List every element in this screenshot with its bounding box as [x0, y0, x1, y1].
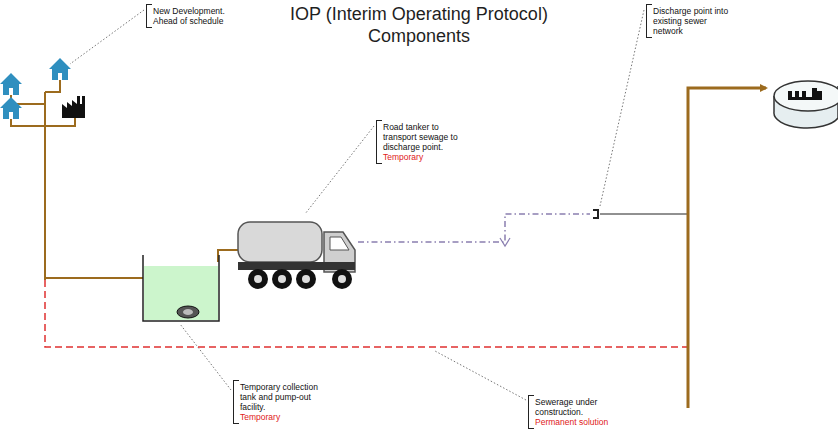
leader-line — [600, 10, 644, 206]
callout-bracket — [646, 4, 652, 38]
wheel — [332, 269, 352, 289]
house-pipes — [11, 80, 238, 280]
door — [9, 112, 13, 119]
pipe — [45, 80, 60, 92]
status-note: Permanent solution — [535, 417, 611, 427]
callout-text: Sewerage under construction. — [535, 397, 611, 417]
hub — [254, 275, 262, 283]
house-icon — [0, 73, 22, 95]
callout-bracket — [146, 4, 152, 28]
pump-symbol — [177, 306, 199, 318]
pipe — [218, 250, 238, 262]
callout: Sewerage under construction.Permanent so… — [528, 395, 611, 429]
factory-icon — [62, 96, 85, 118]
wheel — [296, 269, 316, 289]
tanker-route — [358, 214, 590, 242]
houses — [0, 58, 71, 119]
discharge-point — [593, 210, 598, 218]
plant-machinery — [788, 88, 822, 100]
pipe — [45, 277, 143, 279]
leader-lines — [70, 10, 644, 400]
existing-sewer — [688, 88, 766, 408]
road-tanker — [238, 222, 355, 289]
callout: Road tanker to transport sewage to disch… — [376, 120, 467, 164]
discharge-pipe — [600, 214, 688, 215]
tank-liquid — [144, 266, 218, 320]
pipe — [44, 92, 46, 280]
callout: Discharge point into existing sewer netw… — [646, 4, 737, 38]
leader-line — [70, 10, 144, 64]
callout-text: Temporary collection tank and pump-out f… — [240, 382, 326, 412]
status-note: Temporary — [383, 152, 467, 162]
callout: New Development. Ahead of schedule — [146, 4, 233, 28]
leader-line — [305, 126, 374, 214]
house-doors — [9, 73, 62, 119]
diagram-title: IOP (Interim Operating Protocol) Compone… — [259, 4, 579, 47]
callout-text: Discharge point into existing sewer netw… — [653, 6, 737, 36]
pipe — [11, 119, 45, 126]
tanker-chassis — [238, 262, 355, 270]
tanker-tank — [238, 222, 322, 262]
callout-bracket — [528, 395, 534, 429]
hub — [338, 275, 346, 283]
wheel — [272, 269, 292, 289]
door — [58, 73, 62, 80]
status-note: Temporary — [240, 412, 326, 422]
plant-top — [774, 81, 838, 111]
pump-symbol — [183, 309, 193, 315]
callout: Temporary collection tank and pump-out f… — [233, 380, 326, 424]
house-icon — [0, 97, 22, 119]
route-tick — [500, 238, 510, 246]
treatment-plant — [774, 81, 838, 128]
callout-text: Road tanker to transport sewage to disch… — [383, 122, 467, 152]
leader-line — [180, 324, 231, 390]
door — [9, 88, 13, 95]
sewer-under-construction — [45, 280, 688, 347]
callout-text: New Development. Ahead of schedule — [153, 6, 233, 26]
hub — [302, 275, 310, 283]
house-icon — [49, 58, 71, 80]
pipe — [45, 118, 75, 126]
callout-bracket — [376, 120, 382, 164]
callout-bracket — [233, 380, 239, 424]
collection-tank — [143, 255, 219, 321]
hub — [278, 275, 286, 283]
leader-line — [435, 351, 526, 400]
wheel — [248, 269, 268, 289]
tanker-window — [330, 237, 349, 250]
